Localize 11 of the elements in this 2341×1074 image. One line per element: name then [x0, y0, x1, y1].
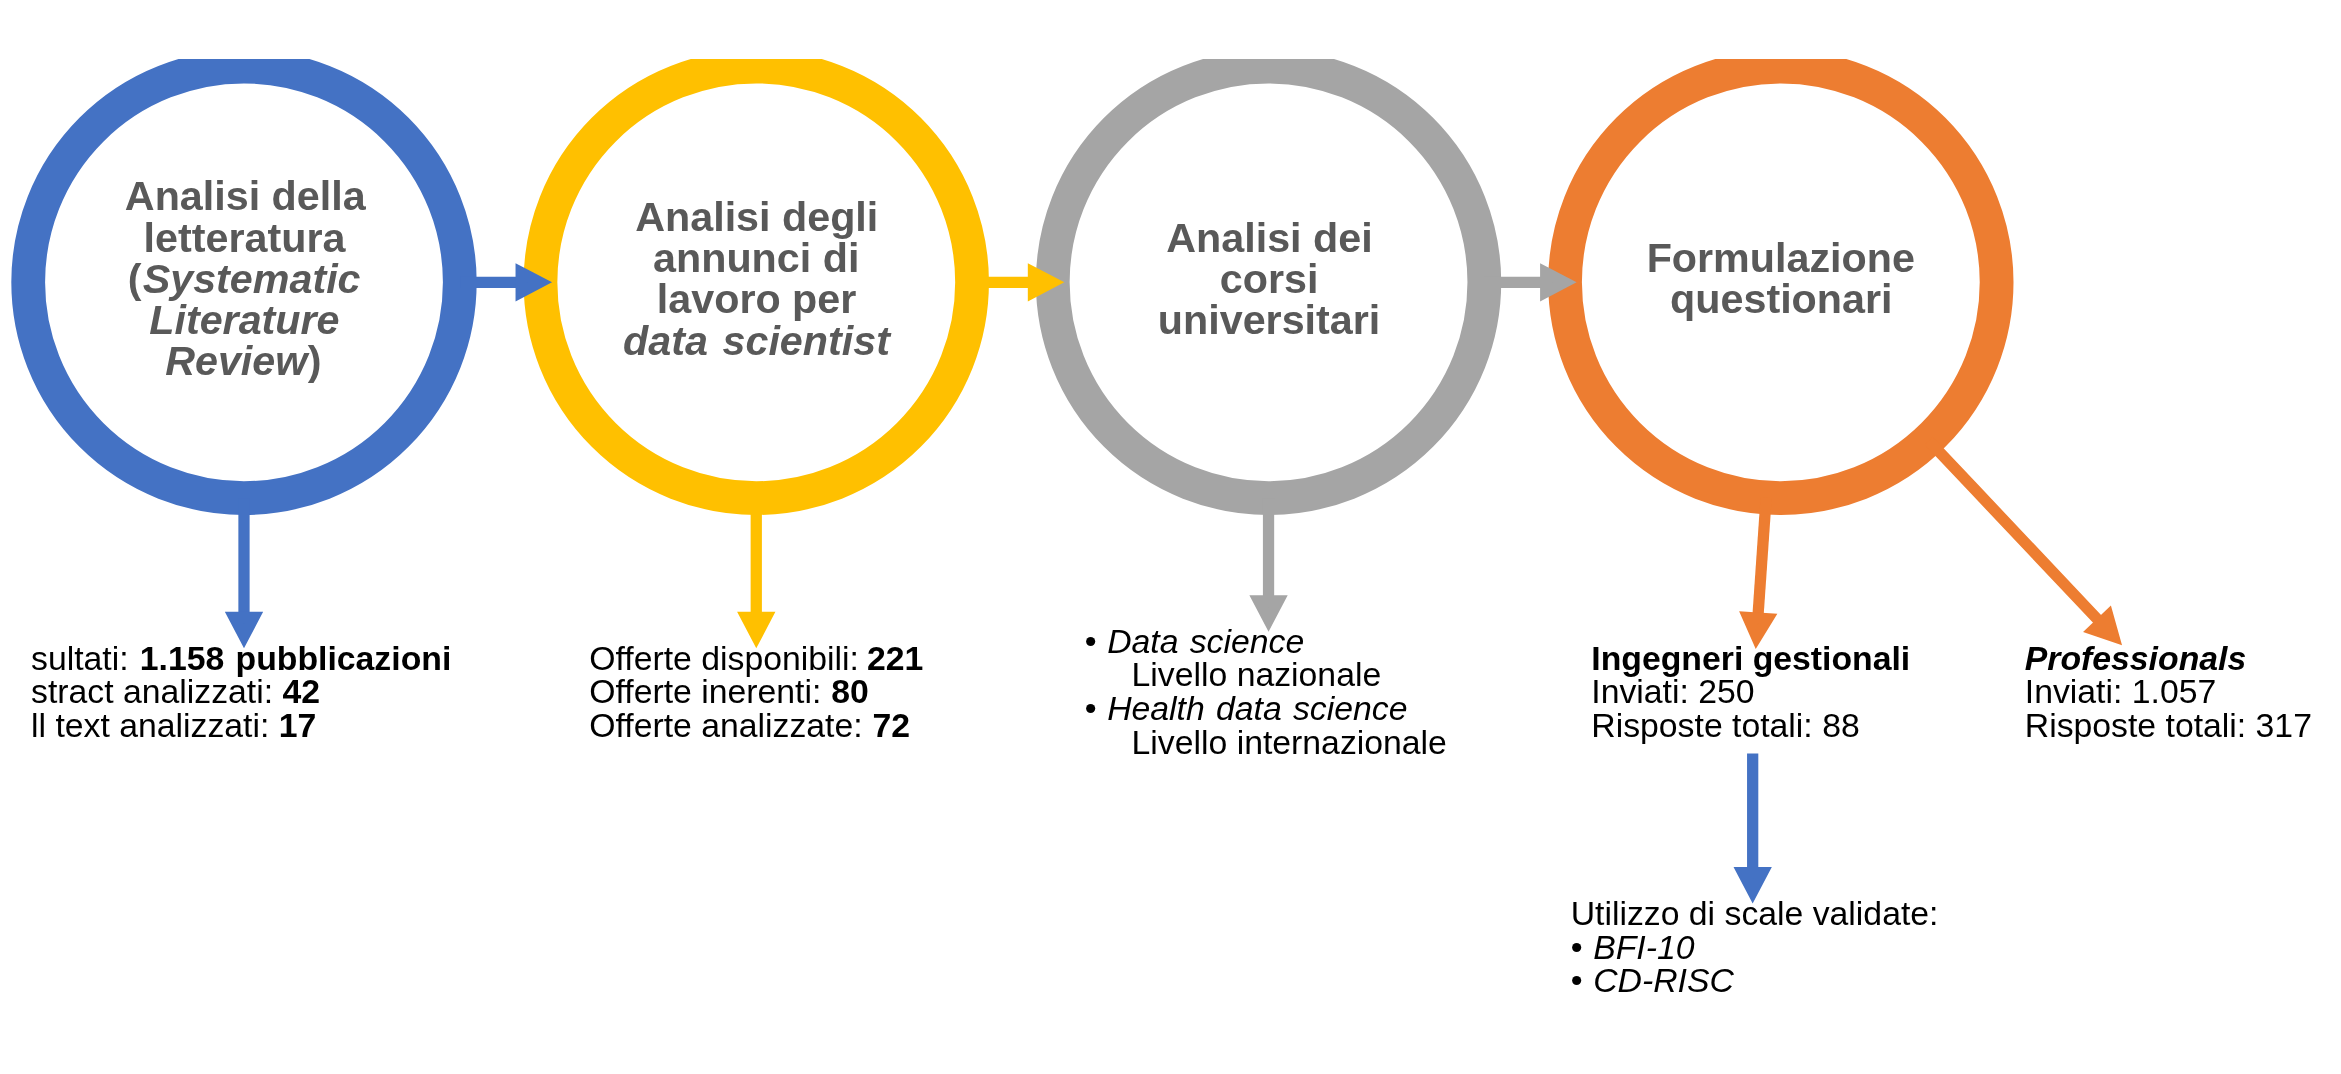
node-circle: Analisi degli annunci di lavoro per data scientist: [523, 58, 989, 515]
node-text: Ingegneri gestionali Inviati: 250 Risposte totali: 88: [1591, 638, 1911, 744]
node-circle: Analisi dei corsi universitari: [1035, 58, 1502, 515]
node-circle: Formulazione questionari: [1548, 58, 2014, 515]
node-text: • Data science Livello nazionale • Health data science Livello internazionale: [1084, 621, 1447, 761]
node-text: sultati: 1.158 pubblicazioni stract analizzati: 42 ll text analizzati: 17: [31, 638, 452, 744]
node-text: Utilizzo di scale validate: • BFI-10 • CD-RISC: [1570, 893, 1939, 999]
arrow: [1733, 752, 1772, 903]
node-text: Offerte disponibili: 221 Offerte inerenti: 80 Offerte analizzate: 72: [589, 638, 924, 744]
node-circle: Analisi della letteratura (Systematic Literature Review): [11, 58, 477, 515]
node-text: Professionals Inviati: 1.057 Risposte totali: 317: [2024, 638, 2312, 744]
